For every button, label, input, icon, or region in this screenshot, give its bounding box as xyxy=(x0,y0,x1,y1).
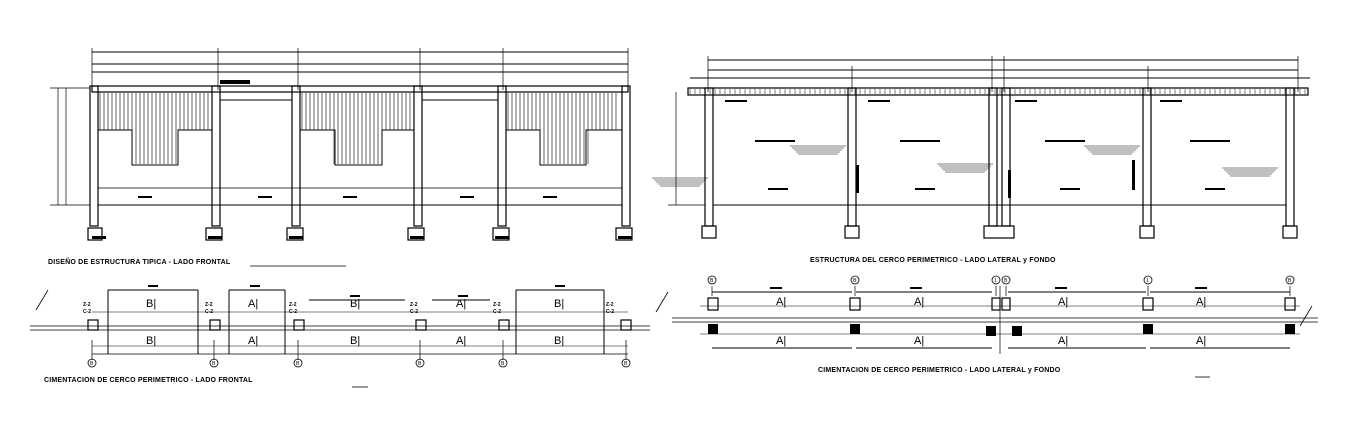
front-plan-column-tags: Z-2 C-2 Z-2 C-2 Z-2 C-2 Z-2 C-2 Z-2 C-2 … xyxy=(83,302,614,315)
front-plan-label-bottom-2: A| xyxy=(248,335,258,347)
column-tag-c: C-2 xyxy=(83,309,91,315)
side-plan-label-bottom-4: A| xyxy=(1196,335,1206,347)
grid-mark: B xyxy=(624,361,628,367)
grid-mark: B xyxy=(296,361,300,367)
front-plan-label-bottom-5: B| xyxy=(554,335,564,347)
side-plan-label-bottom-1: A| xyxy=(776,335,786,347)
front-plan-grid-bubbles xyxy=(87,358,631,368)
column-tag-c: C-2 xyxy=(493,309,501,315)
column-tag-c: C-2 xyxy=(289,309,297,315)
grid-mark: B xyxy=(418,361,422,367)
side-plan-label-top-4: A| xyxy=(1196,296,1206,308)
grid-mark: B xyxy=(212,361,216,367)
grid-mark: B xyxy=(90,361,94,367)
front-elevation-title: DISEÑO DE ESTRUCTURA TIPICA - LADO FRONT… xyxy=(48,257,231,266)
front-plan-label-top-5: B| xyxy=(554,298,564,310)
grid-mark: 1 xyxy=(994,278,997,284)
side-plan-label-top-1: A| xyxy=(776,296,786,308)
front-plan-label-bottom-1: B| xyxy=(146,335,156,347)
front-elevation xyxy=(50,48,633,241)
side-plan-label-bottom-2: A| xyxy=(914,335,924,347)
column-tag-z: Z-2 xyxy=(83,302,91,308)
front-plan-label-bottom-3: B| xyxy=(350,335,360,347)
grid-mark: B xyxy=(1004,278,1008,284)
column-tag-c: C-2 xyxy=(606,309,614,315)
side-foundation-plan xyxy=(655,286,1318,354)
side-plan-grid-bubbles xyxy=(707,275,1295,285)
column-tag-z: Z-2 xyxy=(205,302,213,308)
front-plan-label-top-2: A| xyxy=(248,298,258,310)
front-plan-label-top-4: A| xyxy=(456,298,466,310)
front-plan-label-top-1: B| xyxy=(146,298,156,310)
column-tag-c: C-2 xyxy=(410,309,418,315)
grid-mark: B xyxy=(710,278,714,284)
grid-mark: B xyxy=(853,278,857,284)
side-elevation xyxy=(652,56,1310,239)
front-plan-label-top-3: B| xyxy=(350,298,360,310)
side-plan-label-top-2: A| xyxy=(914,296,924,308)
grid-mark: 1 xyxy=(1146,278,1149,284)
side-foundation-title: CIMENTACION DE CERCO PERIMETRICO - LADO … xyxy=(818,367,1061,374)
column-tag-c: C-2 xyxy=(205,309,213,315)
column-tag-z: Z-2 xyxy=(606,302,614,308)
front-foundation-plan xyxy=(30,285,650,360)
grid-mark: B xyxy=(501,361,505,367)
side-elevation-title: ESTRUCTURA DEL CERCO PERIMETRICO - LADO … xyxy=(810,257,1056,264)
grid-mark: B xyxy=(1288,278,1292,284)
column-tag-z: Z-2 xyxy=(289,302,297,308)
front-plan-label-bottom-4: A| xyxy=(456,335,466,347)
side-plan-label-top-3: A| xyxy=(1058,296,1068,308)
column-tag-z: Z-2 xyxy=(410,302,418,308)
front-foundation-title: CIMENTACION DE CERCO PERIMETRICO - LADO … xyxy=(44,377,253,384)
side-plan-label-bottom-3: A| xyxy=(1058,335,1068,347)
column-tag-z: Z-2 xyxy=(493,302,501,308)
